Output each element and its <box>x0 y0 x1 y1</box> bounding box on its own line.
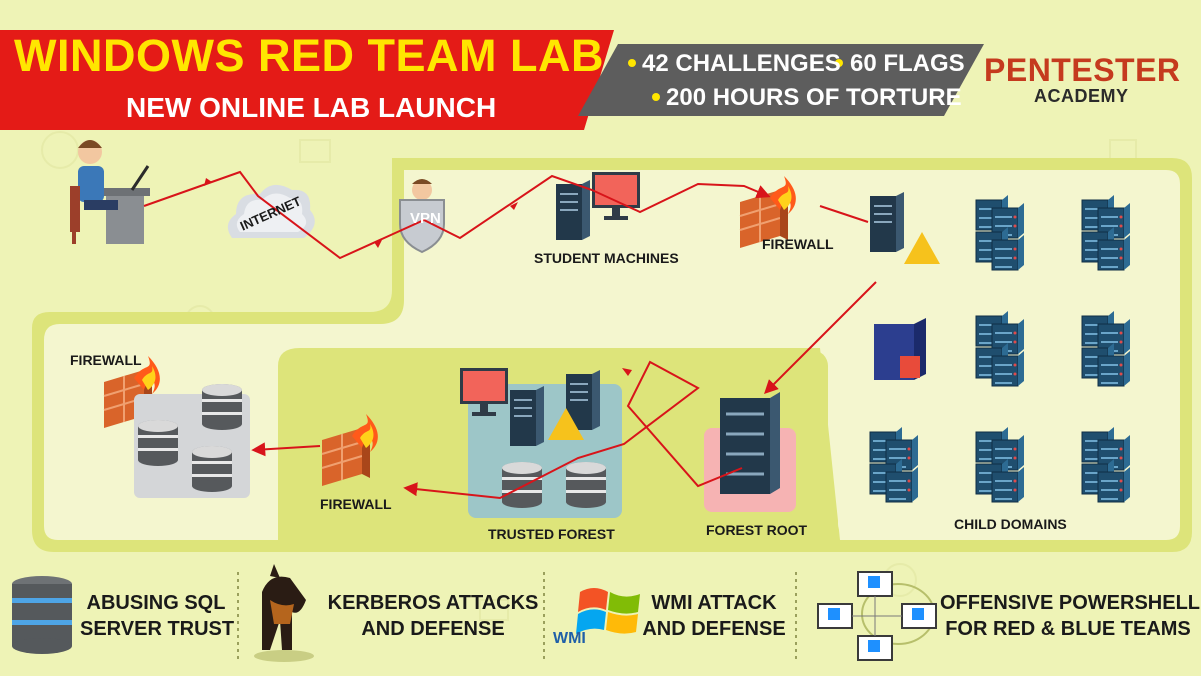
trusted-forest-tower-icon <box>509 385 545 447</box>
page-title: WINDOWS RED TEAM LAB <box>14 30 604 81</box>
database-icon <box>192 446 232 492</box>
vpn-label: VPN <box>410 210 441 227</box>
forest-root-label: FOREST ROOT <box>706 522 808 538</box>
database-stack-icon <box>12 576 72 654</box>
windows-logo-icon <box>576 588 640 634</box>
student-machines-label: STUDENT MACHINES <box>534 250 679 266</box>
internet-cloud-icon <box>227 184 315 238</box>
firewall-top-label: FIREWALL <box>762 236 834 252</box>
firewall-mid-label: FIREWALL <box>320 496 392 512</box>
wmi-icon-label: WMI <box>553 630 586 647</box>
forest-root-server-icon <box>720 392 780 494</box>
logo-academy: ACADEMY <box>1034 86 1129 106</box>
database-icon <box>138 420 178 466</box>
database-icon <box>202 384 242 430</box>
attack-path <box>143 170 877 500</box>
stats-banner <box>578 44 984 116</box>
page-subtitle: NEW ONLINE LAB LAUNCH <box>126 92 497 123</box>
database-icon <box>566 462 606 508</box>
vpn-shield-icon <box>399 179 445 254</box>
logo-pentester: PENTESTER <box>984 52 1181 88</box>
database-icon <box>502 462 542 508</box>
feature-kerberos: KERBEROS ATTACKS AND DEFENSE <box>327 592 539 640</box>
feature-sql: ABUSING SQL SERVER TRUST <box>80 592 235 640</box>
feature-wmi: WMI ATTACK AND DEFENSE <box>642 592 786 640</box>
stat-flags: 60 FLAGS <box>850 50 965 77</box>
child-domain-servers <box>870 195 1130 502</box>
stat-challenges: 42 CHALLENGES <box>642 50 841 77</box>
trusted-forest-label: TRUSTED FOREST <box>488 526 615 542</box>
firewall-left-label: FIREWALL <box>70 352 142 368</box>
feature-powershell: OFFENSIVE POWERSHELL FOR RED & BLUE TEAM… <box>940 592 1201 640</box>
network-computers-icon <box>817 571 937 661</box>
guard-dog-icon <box>254 564 314 662</box>
stat-hours: 200 HOURS OF TORTURE <box>666 84 962 111</box>
user-at-desk-icon <box>70 140 150 244</box>
child-domains-label: CHILD DOMAINS <box>954 516 1067 532</box>
title-banner <box>0 30 614 130</box>
